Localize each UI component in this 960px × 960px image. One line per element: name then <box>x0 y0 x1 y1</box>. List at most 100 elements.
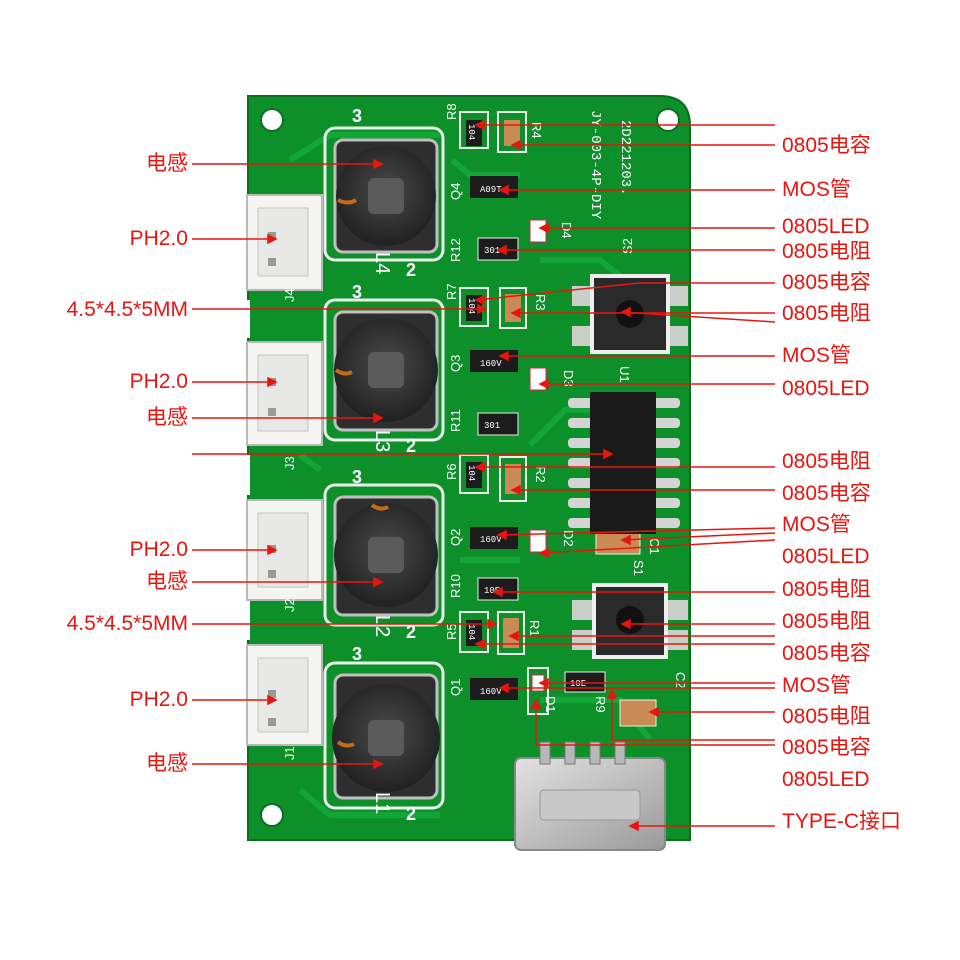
mounting-hole <box>260 108 284 132</box>
silk-pin3: 3 <box>352 282 362 302</box>
silk-pin2: 2 <box>406 260 416 280</box>
cap-marking: 104 <box>466 298 476 314</box>
silk-s2: S2 <box>620 238 635 254</box>
mos-marking: 160V <box>480 535 502 545</box>
label-type-c-port: TYPE-C接口 <box>782 810 902 833</box>
label-mos-tube: MOS管 <box>782 513 851 536</box>
label-ph20-connector: PH2.0 <box>129 538 188 561</box>
silk-pin3: 3 <box>352 106 362 126</box>
inductor-l1 <box>323 661 445 810</box>
res-marking: 301 <box>484 246 500 256</box>
ph20-connector-j2 <box>246 499 323 601</box>
silk-r4: R4 <box>529 122 544 139</box>
mos-marking: A09T <box>480 185 502 195</box>
label-inductor: 电感 <box>146 752 188 775</box>
left-leaders <box>192 158 614 770</box>
label-0805-resistor: 0805电阻 <box>782 705 871 728</box>
label-inductor: 电感 <box>146 406 188 429</box>
label-mos-tube: MOS管 <box>782 178 851 201</box>
silk-date: 2D221203. <box>617 120 633 196</box>
silk-j3: J3 <box>282 456 297 470</box>
label-ph20-connector: PH2.0 <box>129 688 188 711</box>
silk-q3: Q3 <box>448 355 463 372</box>
label-inductor: 电感 <box>146 570 188 593</box>
silk-l1: L1 <box>371 792 393 814</box>
res-marking: 10E <box>484 586 500 596</box>
silk-pin3: 3 <box>352 467 362 487</box>
mos-marking: 160V <box>480 687 502 697</box>
silk-l2: L2 <box>371 615 393 637</box>
silk-pin2: 2 <box>406 436 416 456</box>
label-mos-tube: MOS管 <box>782 674 851 697</box>
silk-l4: L4 <box>371 252 393 274</box>
board-notch <box>240 600 250 640</box>
ph20-connector-j4 <box>246 194 323 291</box>
mos-marking: 160V <box>480 359 502 369</box>
silk-q1: Q1 <box>448 679 463 696</box>
usb-type-c-port <box>514 741 666 851</box>
silk-q4: Q4 <box>448 183 463 200</box>
silk-j1: J1 <box>282 746 297 760</box>
switch-s1 <box>572 583 688 659</box>
right-leaders <box>474 119 776 832</box>
label-0805-capacitor: 0805电容 <box>782 134 871 157</box>
inductor-l3 <box>323 298 445 442</box>
silk-j2: J2 <box>282 598 297 612</box>
silk-r11: R11 <box>448 409 463 432</box>
silk-r7: R7 <box>444 283 459 300</box>
silk-l3: L3 <box>371 430 393 452</box>
label-0805-led: 0805LED <box>782 545 870 568</box>
silk-d1: D1 <box>543 696 558 713</box>
label-0805-capacitor: 0805电容 <box>782 642 871 665</box>
ph20-connector-j1 <box>246 644 323 746</box>
silk-pin2: 2 <box>406 622 416 642</box>
label-0805-led: 0805LED <box>782 768 870 791</box>
label-0805-led: 0805LED <box>782 215 870 238</box>
label-mos-tube: MOS管 <box>782 344 851 367</box>
ph20-connector-j3 <box>246 341 323 446</box>
res-marking: 301 <box>484 421 500 431</box>
label-ph20-connector: PH2.0 <box>129 370 188 393</box>
inductor-l2 <box>323 483 445 627</box>
label-inductor: 电感 <box>146 152 188 175</box>
cap-marking: 104 <box>466 624 476 640</box>
label-0805-resistor: 0805电阻 <box>782 302 871 325</box>
label-0805-led: 0805LED <box>782 377 870 400</box>
label-inductor-size: 4.5*4.5*5MM <box>66 612 188 635</box>
mounting-hole <box>656 108 680 132</box>
label-ph20-connector: PH2.0 <box>129 227 188 250</box>
board-notch <box>240 300 250 338</box>
label-0805-resistor: 0805电阻 <box>782 240 871 263</box>
silk-j4: J4 <box>282 288 297 302</box>
cap-marking: 104 <box>466 124 476 140</box>
silk-d3: D3 <box>561 370 576 387</box>
silk-c2: C2 <box>673 672 688 689</box>
ic-u1 <box>568 392 680 534</box>
label-0805-resistor: 0805电阻 <box>782 610 871 633</box>
silk-q2: Q2 <box>448 529 463 546</box>
mounting-hole <box>260 803 284 827</box>
res-marking: 10E <box>570 679 586 689</box>
inductor-l4 <box>323 126 445 262</box>
silk-r12: R12 <box>448 238 463 262</box>
silk-d4: D4 <box>559 222 574 239</box>
silk-r1: R1 <box>527 620 542 637</box>
cap-marking: 104 <box>466 465 476 481</box>
label-0805-resistor: 0805电阻 <box>782 578 871 601</box>
silk-title: JY-003-4P-DIY <box>587 110 603 220</box>
silk-r3: R3 <box>533 294 548 311</box>
silk-d2: D2 <box>561 530 576 547</box>
silk-u1: U1 <box>617 366 632 383</box>
silk-r9: R9 <box>593 696 608 713</box>
label-0805-resistor: 0805电阻 <box>782 450 871 473</box>
label-0805-capacitor: 0805电容 <box>782 271 871 294</box>
board-notch <box>240 455 250 495</box>
silk-r8: R8 <box>444 103 459 120</box>
silk-s1: S1 <box>631 560 646 576</box>
silk-pin3: 3 <box>352 644 362 664</box>
silk-r2: R2 <box>533 466 548 483</box>
label-0805-capacitor: 0805电容 <box>782 736 871 759</box>
label-inductor-size: 4.5*4.5*5MM <box>66 298 188 321</box>
silk-pin2: 2 <box>406 804 416 824</box>
